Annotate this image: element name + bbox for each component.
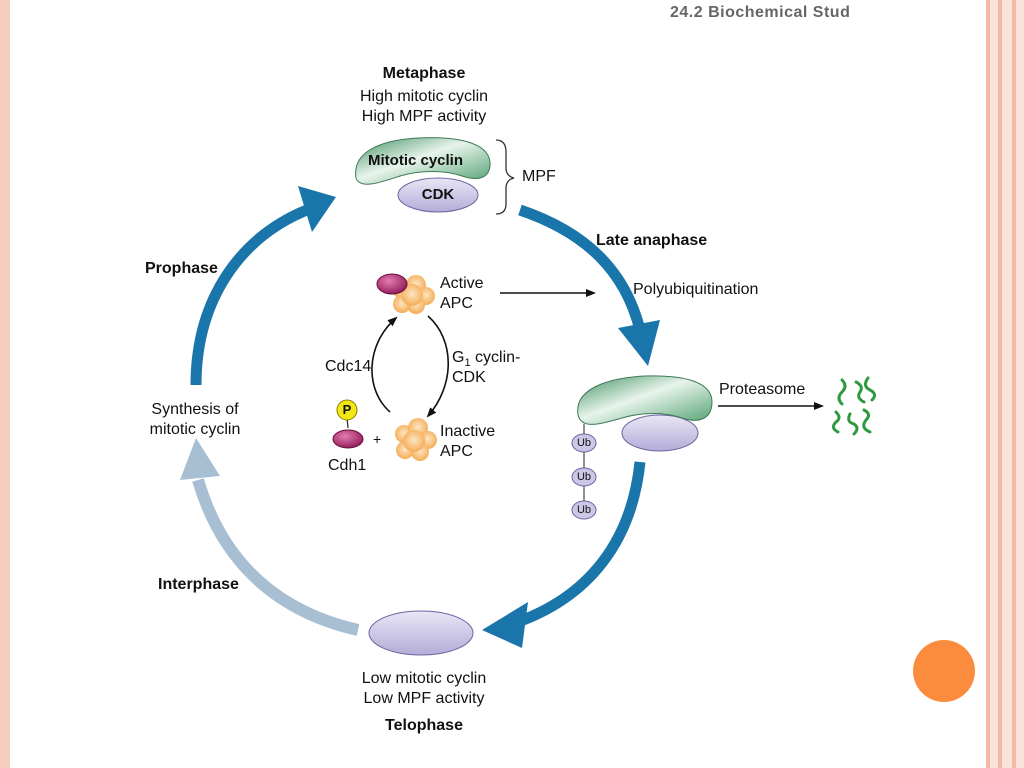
ubiquitin-3-shape [571, 500, 597, 520]
plus-sign: + [373, 431, 382, 447]
anaphase-to-telophase-arrowhead [482, 602, 528, 648]
slide-border-right [982, 0, 1024, 768]
prophase-arrowhead [298, 186, 336, 232]
polyubiquitination-label: Polyubiquitination [633, 281, 759, 298]
late-anaphase-arrow [518, 204, 646, 332]
active-apc-label-line1: Active [440, 275, 484, 292]
telophase-line2: Low MPF activity [363, 690, 485, 707]
page-header-text: 24.2 Biochemical Stud [670, 4, 851, 21]
inactive-apc-label-line1: Inactive [440, 423, 496, 440]
metaphase-title: Metaphase [382, 65, 466, 82]
cdc14-arrow [371, 316, 398, 413]
cdh1-inactive-shape [332, 429, 364, 449]
ubiquitin-1-label: Ub [576, 437, 592, 449]
cdk-degradation-shape [621, 414, 699, 452]
cdh1-label: Cdh1 [328, 457, 367, 474]
phosphate-label: P [342, 402, 352, 417]
late-anaphase-arrowhead [618, 320, 660, 366]
prophase-label: Prophase [145, 260, 218, 277]
active-apc-label-line2: APC [440, 295, 473, 312]
mitotic-cyclin-top-shape [355, 137, 491, 185]
cdh1-active-shape [376, 273, 408, 295]
interphase-arrowhead [180, 438, 220, 480]
metaphase-line2: High MPF activity [361, 108, 487, 125]
interphase-label: Interphase [158, 576, 239, 593]
ubiquitin-2-label: Ub [576, 471, 592, 483]
inactive-apc-label-line2: APC [440, 443, 473, 460]
mitotic-cyclin-label: Mitotic cyclin [368, 152, 464, 169]
telophase-title: Telophase [385, 717, 463, 734]
degraded-fragments [831, 376, 877, 436]
phosphate-circle [336, 399, 358, 421]
prophase-arrow [190, 202, 314, 386]
mpf-label: MPF [522, 168, 556, 185]
synthesis-line1: Synthesis of [151, 401, 239, 418]
g1-cyclin-cdk-arrow [426, 315, 450, 418]
cdk-label: CDK [421, 186, 455, 203]
g1-cyclin-cdk-label-line1: G1 cyclin- [452, 349, 521, 370]
ubiquitin-2-shape [571, 467, 597, 487]
ubiquitin-1-shape [571, 433, 597, 453]
slide-border-left [0, 0, 10, 768]
cdk-top-shape [397, 177, 479, 213]
interphase-arrow [192, 478, 360, 636]
metaphase-line1: High mitotic cyclin [359, 88, 489, 105]
mitotic-cyclin-degradation-shape [577, 375, 713, 425]
orange-circle-decoration [913, 640, 975, 702]
mpf-brace [495, 139, 515, 215]
synthesis-line2: mitotic cyclin [149, 421, 241, 438]
anaphase-to-telophase-arrow [510, 461, 646, 630]
cdc14-label: Cdc14 [325, 358, 372, 375]
late-anaphase-label: Late anaphase [596, 232, 708, 249]
ubiquitin-3-label: Ub [576, 504, 592, 516]
proteasome-label: Proteasome [719, 381, 806, 398]
telophase-line1: Low mitotic cyclin [361, 670, 487, 687]
g1-cyclin-cdk-label-line2: CDK [452, 369, 486, 386]
cdk-telophase-shape [368, 610, 474, 656]
inactive-apc-shape [395, 418, 437, 461]
